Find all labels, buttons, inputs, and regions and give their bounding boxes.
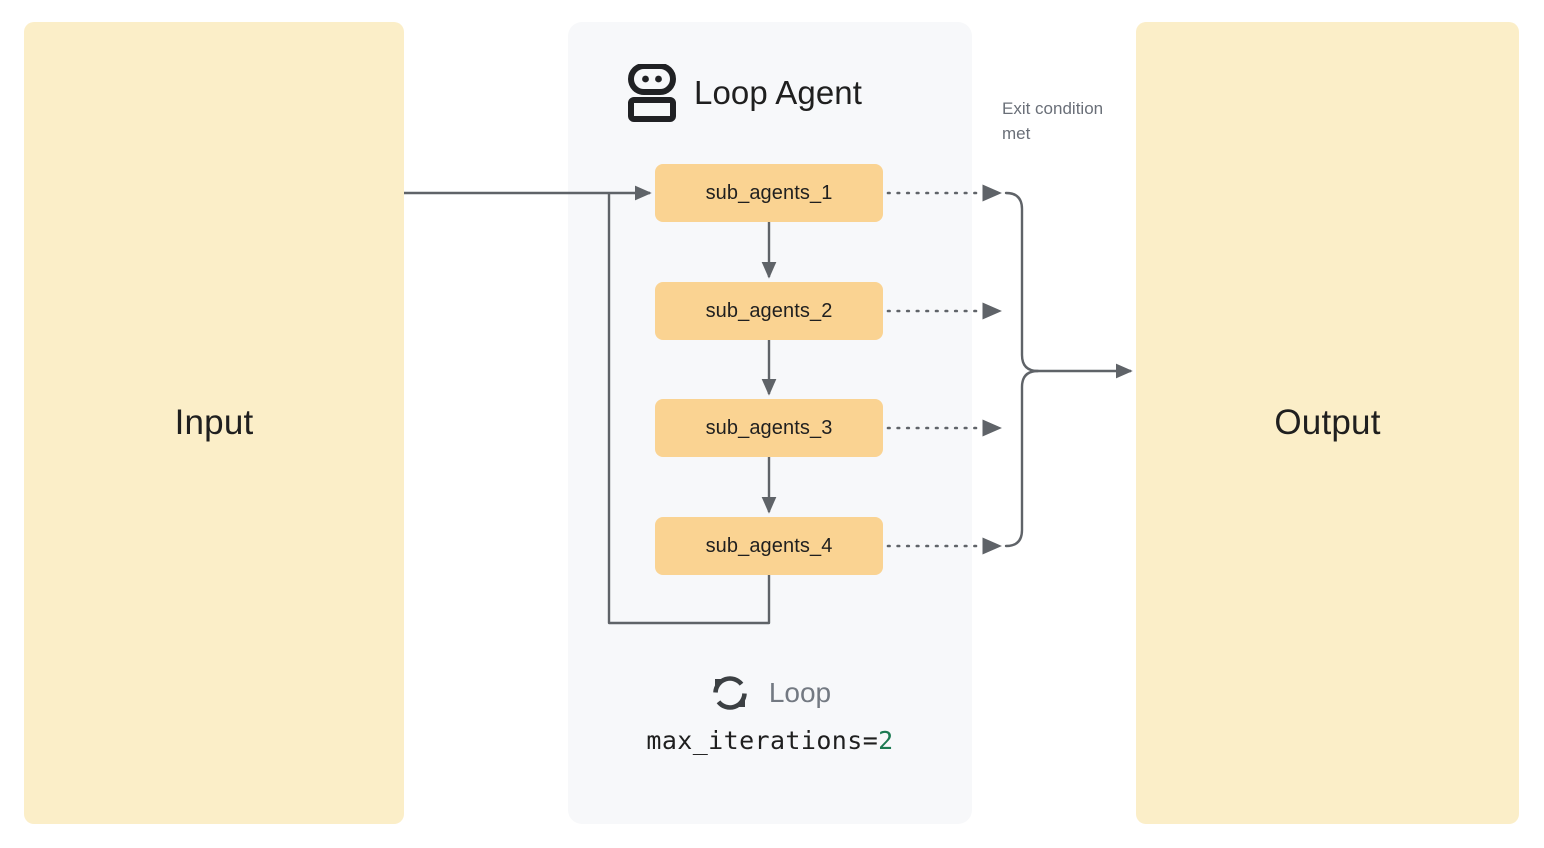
sub-agent-box-1[interactable]: sub_agents_1 bbox=[655, 164, 883, 222]
exit-condition-note: Exit condition met bbox=[1002, 99, 1104, 143]
input-panel: Input bbox=[24, 22, 404, 824]
sub-agent-box-4[interactable]: sub_agents_4 bbox=[655, 517, 883, 575]
output-label: Output bbox=[1274, 403, 1381, 442]
sub-agent-label: sub_agents_4 bbox=[705, 534, 833, 557]
sub-agent-label: sub_agents_2 bbox=[705, 299, 833, 322]
loop-row: Loop bbox=[709, 672, 831, 714]
sub-agent-label: sub_agents_3 bbox=[705, 416, 833, 439]
wire-exit-bus bbox=[1004, 191, 1040, 548]
loop-agent-title: Loop Agent bbox=[694, 74, 862, 111]
loop-refresh-icon bbox=[709, 672, 751, 714]
sub-agent-box-3[interactable]: sub_agents_3 bbox=[655, 399, 883, 457]
loop-label: Loop bbox=[768, 677, 832, 708]
output-panel: Output bbox=[1136, 22, 1519, 824]
sub-agent-label: sub_agents_1 bbox=[705, 181, 833, 204]
sub-agent-box-2[interactable]: sub_agents_2 bbox=[655, 282, 883, 340]
max-iterations-key: max_iterations= bbox=[646, 726, 879, 755]
max-iterations-value: 2 bbox=[878, 726, 894, 755]
robot-icon bbox=[628, 64, 676, 122]
loop-footer: Loop max_iterations=2 bbox=[568, 672, 972, 755]
loop-agent-header: Loop Agent bbox=[628, 62, 862, 124]
max-iterations-expression: max_iterations=2 bbox=[646, 726, 893, 755]
input-label: Input bbox=[174, 403, 254, 442]
